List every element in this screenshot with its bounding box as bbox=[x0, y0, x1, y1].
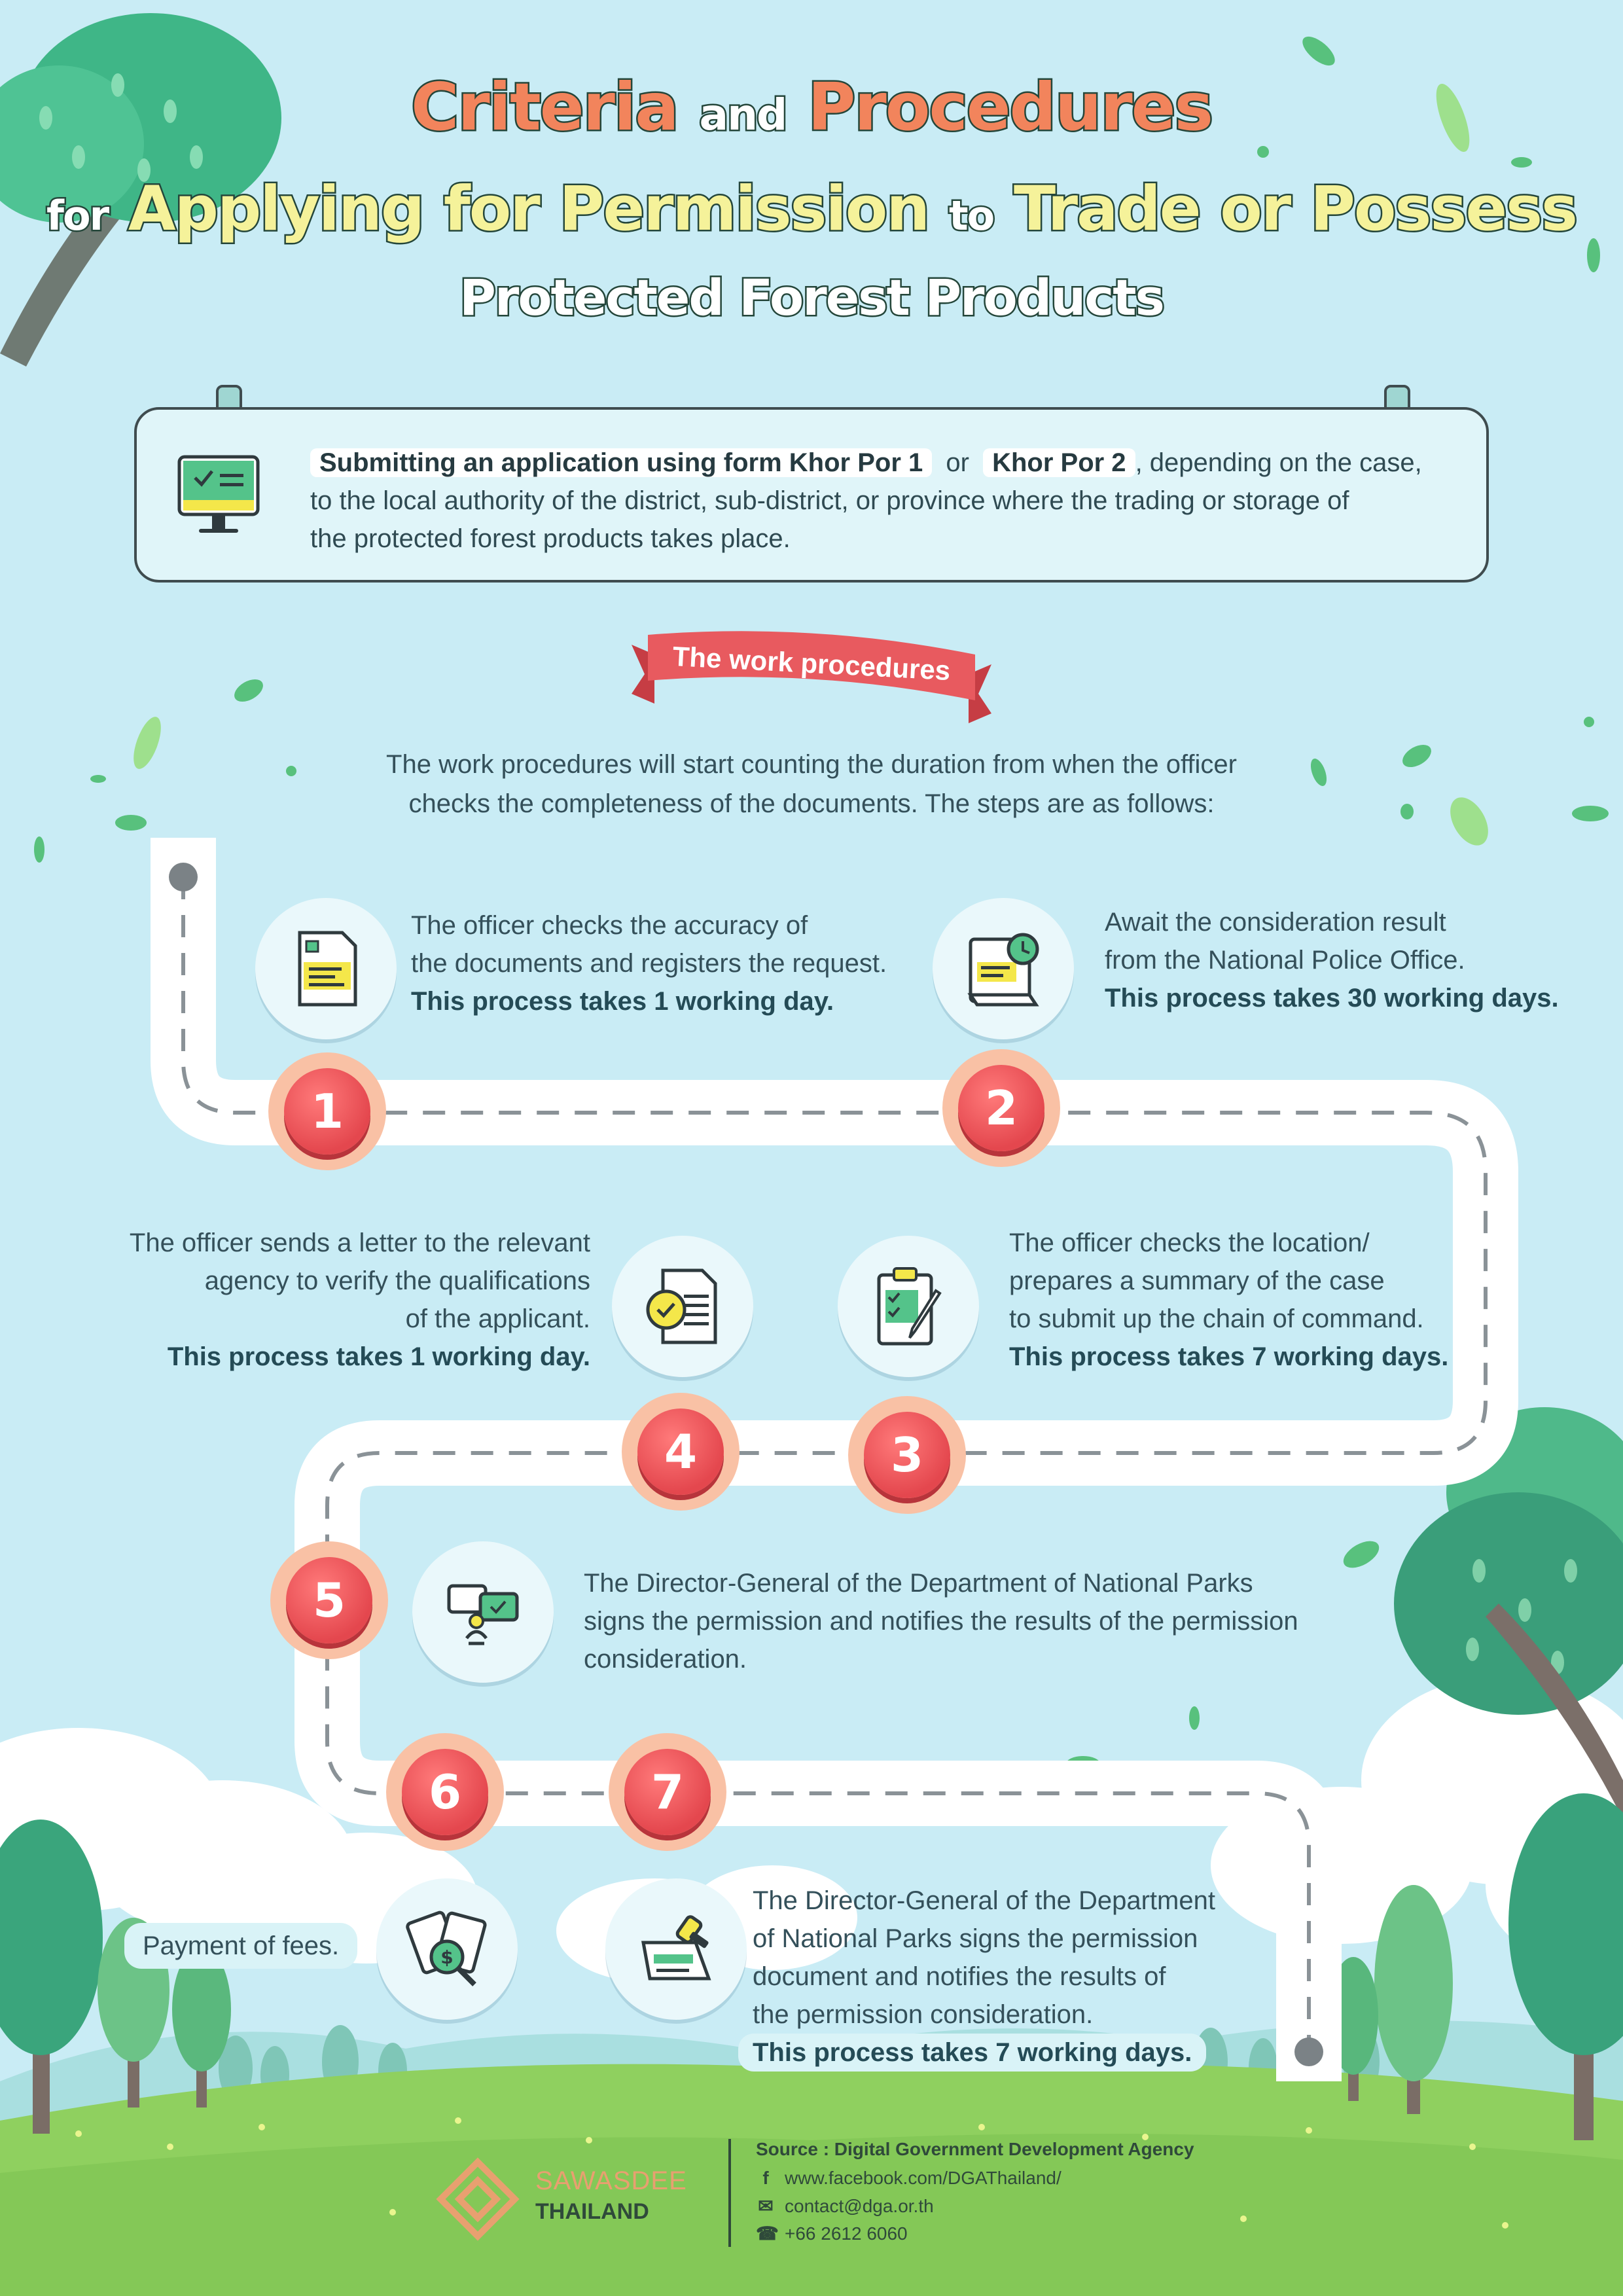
approval-network-icon bbox=[447, 1584, 519, 1645]
step4-line1: The officer sends a letter to the releva… bbox=[129, 1229, 590, 1257]
email-icon: ✉ bbox=[758, 2196, 774, 2216]
step7-number: 7 bbox=[609, 1733, 726, 1851]
form-highlight-2: Khor Por 2 bbox=[983, 448, 1135, 477]
step7-duration: This process takes 7 working days. bbox=[738, 2034, 1207, 2072]
step7-line2: of National Parks signs the permission bbox=[753, 1924, 1198, 1953]
email-link[interactable]: contact@dga.or.th bbox=[785, 2196, 934, 2216]
step4-icon-circle bbox=[612, 1236, 753, 1377]
step4-number: 4 bbox=[622, 1393, 740, 1511]
info-text: Submitting an application using form Kho… bbox=[310, 444, 1462, 558]
step3-text: The officer checks the location/ prepare… bbox=[1009, 1224, 1507, 1376]
intro-text: The work procedures will start counting … bbox=[262, 745, 1361, 823]
step3-line3: to submit up the chain of command. bbox=[1009, 1304, 1424, 1333]
step4-line3: of the applicant. bbox=[405, 1304, 590, 1333]
footer-phone: ☎ +66 2612 6060 bbox=[756, 2223, 908, 2244]
document-icon bbox=[298, 931, 357, 1007]
clipboard-pen-icon bbox=[877, 1267, 942, 1346]
ribbon-banner bbox=[632, 631, 991, 723]
sawasdee-logo-icon bbox=[436, 2157, 520, 2241]
title-for: for bbox=[45, 190, 111, 242]
info-rest-3: the protected forest products takes plac… bbox=[310, 524, 791, 553]
tree-top-left bbox=[0, 13, 281, 367]
brand-thailand: THAILAND bbox=[535, 2199, 649, 2224]
step2-duration: This process takes 30 working days. bbox=[1105, 984, 1559, 1013]
form-highlight-1: Submitting an application using form Kho… bbox=[310, 448, 933, 477]
step6-icon-circle: $ bbox=[376, 1878, 518, 2020]
step5-line3: consideration. bbox=[584, 1645, 747, 1674]
intro-line-1: The work procedures will start counting … bbox=[386, 750, 1237, 779]
title-trade: Trade or Possess bbox=[1012, 172, 1579, 247]
info-rest-2: to the local authority of the district, … bbox=[310, 486, 1349, 515]
step1-text: The officer checks the accuracy of the d… bbox=[411, 906, 948, 1020]
step7-icon-circle bbox=[605, 1878, 747, 2020]
title-and: and bbox=[698, 88, 789, 142]
step7-line1: The Director-General of the Department bbox=[753, 1886, 1215, 1915]
footer-email[interactable]: ✉ contact@dga.or.th bbox=[756, 2195, 934, 2217]
step5-line1: The Director-General of the Department o… bbox=[584, 1569, 1253, 1598]
footer-divider bbox=[728, 2139, 731, 2247]
step1-number: 1 bbox=[268, 1052, 386, 1170]
title-line-2: for Applying for Permission to Trade or … bbox=[0, 172, 1623, 247]
step5-number-label: 5 bbox=[312, 1573, 346, 1628]
step4-text: The officer sends a letter to the releva… bbox=[65, 1224, 590, 1376]
svg-text:$: $ bbox=[440, 1946, 453, 1968]
title-line-1: Criteria and Procedures bbox=[0, 67, 1623, 147]
step7-number-label: 7 bbox=[651, 1765, 685, 1820]
step2-number: 2 bbox=[942, 1049, 1060, 1167]
computer-checklist-icon bbox=[177, 455, 260, 533]
step5-line2: signs the permission and notifies the re… bbox=[584, 1607, 1298, 1636]
phone-icon: ☎ bbox=[756, 2223, 779, 2244]
step5-number: 5 bbox=[270, 1541, 388, 1659]
step7-text: The Director-General of the Department o… bbox=[738, 1882, 1302, 2072]
step6-text: Payment of fees. bbox=[124, 1923, 358, 1969]
step6-number-label: 6 bbox=[428, 1765, 462, 1820]
step1-line1: The officer checks the accuracy of bbox=[411, 911, 808, 940]
footer-source: Source : Digital Government Development … bbox=[756, 2139, 1194, 2159]
trees-bottom-right bbox=[1329, 1793, 1623, 2140]
facebook-link[interactable]: www.facebook.com/DGAThailand/ bbox=[785, 2168, 1061, 2188]
step3-icon-circle bbox=[838, 1236, 979, 1377]
step1-icon-circle bbox=[255, 898, 397, 1039]
phone-number: +66 2612 6060 bbox=[785, 2223, 908, 2244]
intro-line-2: checks the completeness of the documents… bbox=[408, 789, 1215, 818]
step6-number: 6 bbox=[386, 1733, 504, 1851]
step3-duration: This process takes 7 working days. bbox=[1009, 1342, 1449, 1371]
step2-line2: from the National Police Office. bbox=[1105, 946, 1465, 975]
step3-number-label: 3 bbox=[890, 1427, 924, 1482]
title-applying: Applying for Permission bbox=[126, 172, 931, 247]
step1-line2: the documents and registers the request. bbox=[411, 949, 887, 978]
step7-line3: document and notifies the results of bbox=[753, 1962, 1166, 1991]
step4-duration: This process takes 1 working day. bbox=[167, 1342, 590, 1371]
step3-line2: prepares a summary of the case bbox=[1009, 1266, 1385, 1295]
brand-sawasdee: SAWASDEE bbox=[535, 2166, 687, 2195]
step3-number: 3 bbox=[848, 1396, 966, 1514]
step3-line1: The officer checks the location/ bbox=[1009, 1229, 1370, 1257]
stamp-document-icon bbox=[641, 1915, 711, 1981]
step2-line1: Await the consideration result bbox=[1105, 908, 1446, 937]
title-criteria: Criteria bbox=[410, 67, 681, 147]
title-to: to bbox=[947, 190, 996, 242]
step1-number-label: 1 bbox=[310, 1084, 344, 1139]
step5-icon-circle bbox=[412, 1541, 554, 1683]
step4-number-label: 4 bbox=[664, 1424, 698, 1479]
step2-text: Await the consideration result from the … bbox=[1105, 903, 1589, 1017]
step4-line2: agency to verify the qualifications bbox=[204, 1266, 590, 1295]
step2-icon-circle bbox=[933, 898, 1074, 1039]
step2-number-label: 2 bbox=[984, 1081, 1018, 1136]
footer-facebook[interactable]: f www.facebook.com/DGAThailand/ bbox=[756, 2168, 1061, 2189]
document-check-icon bbox=[646, 1268, 717, 1344]
info-box: Submitting an application using form Kho… bbox=[134, 407, 1489, 583]
info-or: or bbox=[946, 448, 969, 477]
facebook-icon: f bbox=[762, 2168, 769, 2188]
info-rest-1: , depending on the case, bbox=[1135, 448, 1422, 477]
title-line-3: Protected Forest Products bbox=[458, 267, 1167, 329]
step5-text: The Director-General of the Department o… bbox=[584, 1564, 1369, 1678]
money-search-icon: $ bbox=[406, 1910, 487, 1986]
step1-duration: This process takes 1 working day. bbox=[411, 987, 834, 1016]
title-procedures: Procedures bbox=[806, 67, 1215, 147]
document-clock-icon bbox=[967, 933, 1039, 1007]
step7-line4: the permission consideration. bbox=[753, 2000, 1094, 2029]
